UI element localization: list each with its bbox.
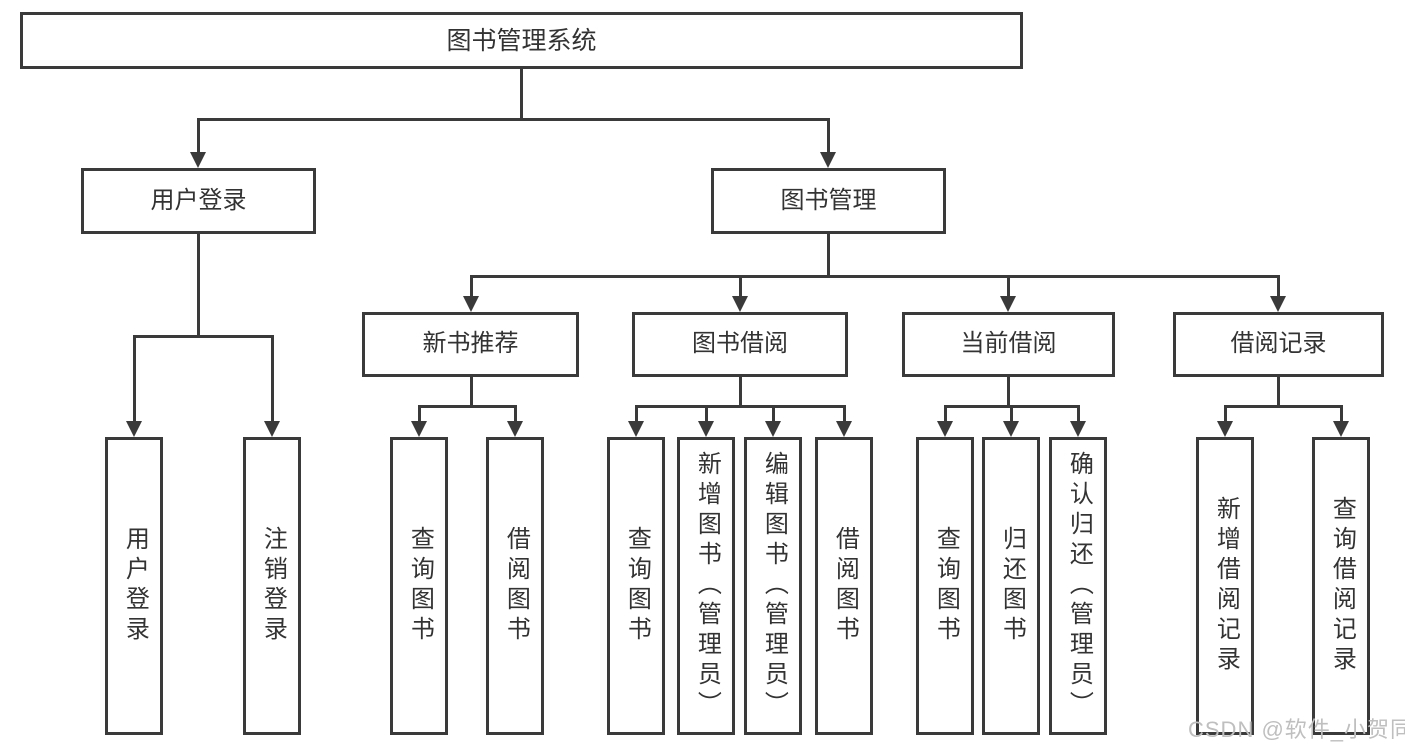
connector-leaf-line bbox=[1224, 405, 1227, 423]
connector-to-leaf-logout bbox=[271, 335, 274, 423]
arrowhead-icon bbox=[264, 421, 280, 437]
leaf-edit-books-admin: 编辑图书（管理员） bbox=[744, 437, 802, 735]
connector-leaf-line bbox=[772, 405, 775, 423]
connector-to-new-book-recommend bbox=[470, 275, 473, 298]
arrowhead-icon bbox=[1270, 296, 1286, 312]
connector-records-splitter bbox=[1224, 405, 1343, 408]
leaf-add-borrow-record: 新增借阅记录 bbox=[1196, 437, 1254, 735]
node-book-borrowing: 图书借阅 bbox=[632, 312, 848, 377]
leaf-add-books-admin: 新增图书（管理员） bbox=[677, 437, 735, 735]
connector-leaf-line bbox=[1340, 405, 1343, 423]
leaf-query-books-recommend: 查询图书 bbox=[390, 437, 448, 735]
arrowhead-icon bbox=[698, 421, 714, 437]
arrowhead-icon bbox=[732, 296, 748, 312]
connector-book-management-splitter bbox=[470, 275, 1280, 278]
node-new-book-recommend: 新书推荐 bbox=[362, 312, 579, 377]
arrowhead-icon bbox=[820, 152, 836, 168]
arrowhead-icon bbox=[463, 296, 479, 312]
arrowhead-icon bbox=[507, 421, 523, 437]
connector-leaf-line bbox=[1010, 405, 1013, 423]
leaf-return-books: 归还图书 bbox=[982, 437, 1040, 735]
connector-records-stem bbox=[1277, 377, 1280, 407]
leaf-borrow-books-recommend: 借阅图书 bbox=[486, 437, 544, 735]
connector-current-stem bbox=[1007, 377, 1010, 407]
arrowhead-icon bbox=[628, 421, 644, 437]
connector-recommend-stem bbox=[470, 377, 473, 407]
connector-borrowing-splitter bbox=[635, 405, 846, 408]
connector-leaf-line bbox=[1077, 405, 1080, 423]
connector-to-current-borrowing bbox=[1007, 275, 1010, 298]
connector-book-management-stem bbox=[827, 234, 830, 278]
node-current-borrowing: 当前借阅 bbox=[902, 312, 1115, 377]
connector-recommend-splitter bbox=[418, 405, 517, 408]
leaf-query-books-borrowing: 查询图书 bbox=[607, 437, 665, 735]
arrowhead-icon bbox=[190, 152, 206, 168]
leaf-confirm-return-admin: 确认归还（管理员） bbox=[1049, 437, 1107, 735]
leaf-logout: 注销登录 bbox=[243, 437, 301, 735]
leaf-user-login: 用户登录 bbox=[105, 437, 163, 735]
leaf-query-borrow-record: 查询借阅记录 bbox=[1312, 437, 1370, 735]
connector-user-login-stem bbox=[197, 234, 200, 338]
arrowhead-icon bbox=[1217, 421, 1233, 437]
connector-leaf-line bbox=[705, 405, 708, 423]
connector-root-splitter bbox=[197, 118, 830, 121]
connector-to-user-login bbox=[197, 118, 200, 154]
arrowhead-icon bbox=[411, 421, 427, 437]
leaf-query-books-current: 查询图书 bbox=[916, 437, 974, 735]
arrowhead-icon bbox=[765, 421, 781, 437]
arrowhead-icon bbox=[1333, 421, 1349, 437]
connector-borrowing-stem bbox=[739, 377, 742, 407]
connector-leaf-line bbox=[635, 405, 638, 423]
arrowhead-icon bbox=[1000, 296, 1016, 312]
leaf-borrow-books-borrowing: 借阅图书 bbox=[815, 437, 873, 735]
connector-root-stem bbox=[520, 68, 523, 118]
node-book-management-system: 图书管理系统 bbox=[20, 12, 1023, 69]
arrowhead-icon bbox=[126, 421, 142, 437]
connector-to-borrowing-records bbox=[1277, 275, 1280, 298]
csdn-watermark: CSDN @软件_小贺同学 bbox=[1188, 717, 1405, 742]
connector-leaf-line bbox=[514, 405, 517, 423]
connector-to-leaf-user-login bbox=[133, 335, 136, 423]
connector-to-book-management bbox=[827, 118, 830, 154]
connector-leaf-line bbox=[418, 405, 421, 423]
node-book-management: 图书管理 bbox=[711, 168, 946, 234]
connector-to-book-borrowing bbox=[739, 275, 742, 298]
connector-user-login-splitter bbox=[133, 335, 274, 338]
arrowhead-icon bbox=[1070, 421, 1086, 437]
connector-leaf-line bbox=[944, 405, 947, 423]
node-user-login: 用户登录 bbox=[81, 168, 316, 234]
connector-leaf-line bbox=[843, 405, 846, 423]
arrowhead-icon bbox=[1003, 421, 1019, 437]
node-borrowing-records: 借阅记录 bbox=[1173, 312, 1384, 377]
arrowhead-icon bbox=[836, 421, 852, 437]
arrowhead-icon bbox=[937, 421, 953, 437]
